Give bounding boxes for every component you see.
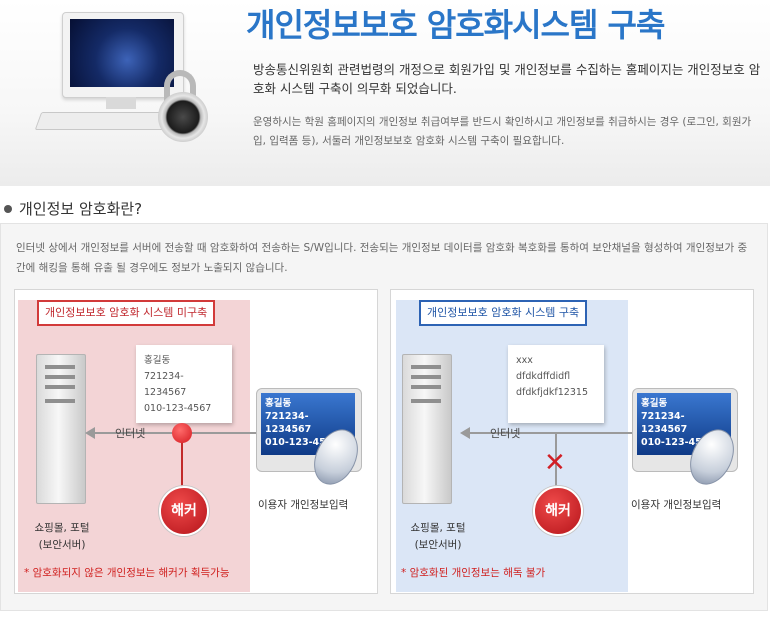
note-line: dfdkdffdidfl — [516, 371, 571, 382]
screen-line: 홍길동 — [265, 398, 292, 409]
user-input-label: 이용자 개인정보입력 — [258, 499, 349, 511]
page-title: 개인정보보호 암호화시스템 구축 — [246, 6, 665, 44]
transfer-line — [470, 432, 638, 434]
note-line: 홍길동 — [144, 355, 171, 366]
server-label: 쇼핑몰, 포털 (보안서버) — [22, 520, 102, 554]
intro-sub-text: 운영하시는 학원 홈페이지의 개인정보 취급여부를 반드시 확인하시고 개인정보… — [253, 116, 752, 147]
warning-note: * 암호화된 개인정보는 해독 불가 — [401, 567, 546, 579]
screen-line: 721234-1234567 — [265, 411, 312, 435]
server-icon — [402, 354, 452, 504]
section-bullet-icon — [4, 205, 12, 213]
note-line: 010-123-4567 — [144, 403, 212, 414]
padlock-icon — [158, 92, 208, 142]
data-note-plain: 홍길동 721234-1234567 010-123-4567 — [136, 345, 232, 423]
internet-label: 인터넷 — [115, 427, 146, 440]
padlock-shackle — [164, 70, 196, 102]
note-line: dfdkfjdkf12315 — [516, 387, 588, 398]
hacker-badge: 해커 — [533, 486, 583, 536]
monitor-screen-illustration — [70, 19, 174, 87]
server-label-line: 쇼핑몰, 포털 — [410, 522, 466, 534]
arrow-left-icon — [460, 427, 470, 439]
intro-main-text: 방송통신위원회 관련법령의 개정으로 회원가입 및 개인정보를 수집하는 홈페이… — [253, 62, 761, 96]
intercept-line — [181, 442, 183, 488]
server-label-line: (보안서버) — [414, 539, 462, 551]
warning-note: * 암호화되지 않은 개인정보는 해커가 획득가능 — [24, 567, 230, 579]
intercept-point-icon — [172, 423, 192, 443]
screen-line: 721234-1234567 — [641, 411, 688, 435]
user-input-label: 이용자 개인정보입력 — [631, 499, 722, 511]
section-title: 개인정보 암호화란? — [19, 200, 143, 218]
section-description: 인터넷 상에서 개인정보를 서버에 전송할 때 암호화하여 전송하는 S/W입니… — [16, 242, 748, 274]
data-note-encrypted: xxx dfdkdffdidfl dfdkfjdkf12315 — [508, 345, 604, 423]
server-label: 쇼핑몰, 포털 (보안서버) — [398, 520, 478, 554]
screen-line: 010-123-4567 — [265, 437, 339, 448]
server-label-line: (보안서버) — [38, 539, 86, 551]
blocked-line — [555, 432, 557, 488]
tag-encrypted: 개인정보보호 암호화 시스템 구축 — [419, 300, 588, 326]
screen-line: 010-123-4567 — [641, 437, 715, 448]
internet-label: 인터넷 — [490, 427, 521, 440]
arrow-left-icon — [85, 427, 95, 439]
note-line: 721234-1234567 — [144, 371, 187, 398]
monitor-stand — [106, 97, 136, 109]
screen-line: 홍길동 — [641, 398, 668, 409]
hacker-badge: 해커 — [159, 486, 209, 536]
server-label-line: 쇼핑몰, 포털 — [34, 522, 90, 534]
tag-unencrypted: 개인정보보호 암호화 시스템 미구축 — [37, 300, 216, 326]
server-icon — [36, 354, 86, 504]
note-line: xxx — [516, 355, 533, 366]
blocked-x-icon: ✕ — [544, 448, 566, 478]
